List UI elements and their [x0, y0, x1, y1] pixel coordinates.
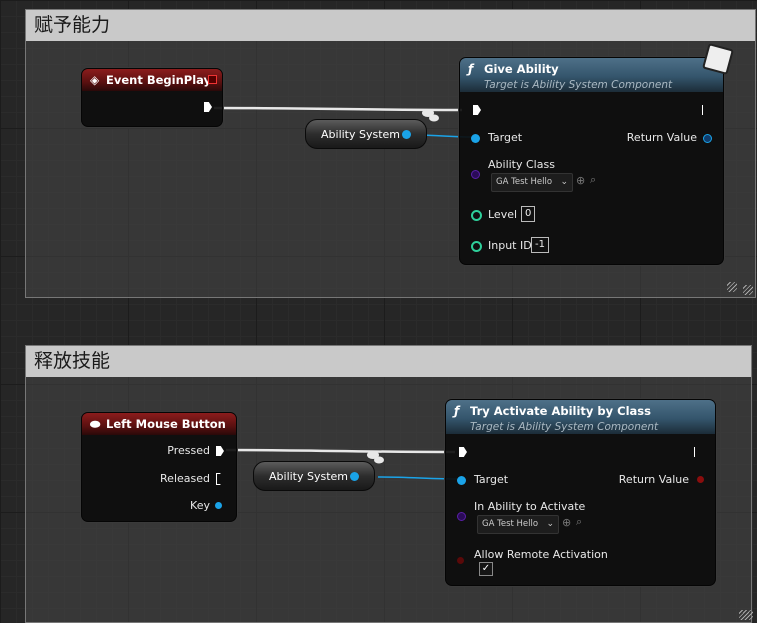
ability-system-variable-node[interactable]: Ability System [253, 461, 375, 491]
node-title: Left Mouse Button [106, 417, 226, 431]
exec-input-pin[interactable] [473, 105, 481, 115]
node-header: ⬬ Left Mouse Button [82, 413, 236, 435]
target-label: Target [488, 131, 523, 144]
chevron-down-icon: ⌄ [546, 519, 554, 529]
return-value-label: Return Value [626, 131, 697, 144]
mouse-icon: ⬬ [90, 417, 101, 431]
return-value-pin[interactable] [703, 134, 712, 143]
level-input[interactable]: 0 [521, 206, 536, 222]
event-diamond-icon: ◈ [90, 73, 100, 87]
level-label: Level [488, 208, 518, 221]
resize-grip-icon[interactable] [727, 282, 737, 292]
input-id-input[interactable]: -1 [531, 237, 549, 253]
comment-title[interactable]: 释放技能 [26, 346, 751, 377]
level-input-pin[interactable] [471, 210, 482, 221]
variable-label: Ability System [269, 470, 349, 483]
resize-grip-icon[interactable] [743, 610, 753, 620]
bool-input-pin[interactable] [457, 557, 464, 564]
released-exec-pin[interactable] [216, 473, 223, 485]
use-selected-icon[interactable]: ⊕ [576, 174, 586, 187]
ability-class-pin[interactable] [457, 512, 466, 521]
function-icon: ƒ [468, 62, 474, 76]
ability-class-dropdown[interactable]: GA Test Hello ⌄ [477, 515, 559, 534]
exec-input-pin[interactable] [459, 447, 467, 457]
allow-remote-label: Allow Remote Activation [474, 548, 608, 561]
target-input-pin[interactable] [457, 476, 466, 485]
exec-output-pin[interactable] [204, 102, 212, 112]
ability-class-label: Ability Class [488, 158, 555, 171]
return-value-pin[interactable] [697, 476, 704, 483]
node-subtitle: Target is Ability System Component [484, 79, 673, 91]
resize-grip-icon[interactable] [743, 285, 753, 295]
return-value-label: Return Value [618, 473, 689, 486]
dropdown-value: GA Test Hello [496, 177, 553, 187]
dropdown-value: GA Test Hello [482, 519, 539, 529]
search-icon[interactable]: ⌕ [590, 173, 597, 186]
node-title: Give Ability [484, 62, 559, 76]
input-id-pin[interactable] [471, 241, 482, 252]
use-selected-icon[interactable]: ⊕ [562, 516, 572, 529]
give-ability-node[interactable]: ƒ Give Ability Target is Ability System … [459, 43, 737, 292]
variable-label: Ability System [321, 128, 401, 141]
ability-class-pin[interactable] [471, 170, 480, 179]
ability-system-variable-node[interactable]: Ability System [305, 119, 427, 149]
chevron-down-icon: ⌄ [560, 177, 568, 187]
try-activate-ability-node[interactable]: ƒ Try Activate Ability by Class Target i… [445, 399, 753, 620]
exec-output-pin[interactable] [702, 105, 711, 115]
node-header: ◈ Event BeginPlay [82, 69, 222, 91]
comment-title[interactable]: 赋予能力 [26, 10, 755, 41]
event-begin-play-node[interactable]: ◈ Event BeginPlay [81, 68, 223, 127]
pressed-label: Pressed [167, 444, 210, 457]
key-label: Key [190, 499, 210, 512]
node-header: ƒ Give Ability Target is Ability System … [460, 58, 723, 92]
input-id-label: Input ID [488, 239, 532, 252]
pressed-exec-pin[interactable] [216, 446, 224, 456]
target-label: Target [474, 473, 509, 486]
delegate-pin[interactable] [208, 75, 217, 84]
function-icon: ƒ [454, 404, 460, 418]
exec-output-pin[interactable] [694, 447, 703, 457]
in-ability-label: In Ability to Activate [474, 500, 586, 513]
node-header: ƒ Try Activate Ability by Class Target i… [446, 400, 715, 434]
node-title: Try Activate Ability by Class [470, 404, 651, 418]
ability-class-dropdown[interactable]: GA Test Hello ⌄ [491, 173, 573, 192]
released-label: Released [160, 472, 210, 485]
allow-remote-checkbox[interactable]: ✓ [479, 562, 493, 576]
key-output-pin[interactable] [215, 502, 222, 509]
object-output-pin[interactable] [350, 472, 359, 481]
object-output-pin[interactable] [402, 130, 411, 139]
left-mouse-button-node[interactable]: ⬬ Left Mouse Button Pressed Released Key [81, 412, 237, 522]
node-subtitle: Target is Ability System Component [470, 421, 659, 433]
search-icon[interactable]: ⌕ [576, 515, 583, 528]
node-title: Event BeginPlay [106, 73, 212, 87]
target-input-pin[interactable] [471, 134, 480, 143]
